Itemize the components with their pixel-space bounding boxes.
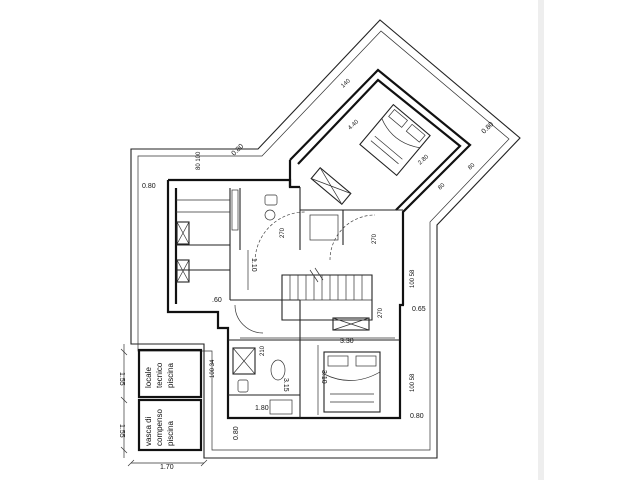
dim-080-bottom-left: 0.80 bbox=[233, 426, 240, 440]
sink-upper bbox=[264, 209, 276, 221]
bidet-lower bbox=[237, 379, 249, 393]
label-tecnico: tecnico bbox=[155, 362, 164, 388]
dim-180: 1.80 bbox=[255, 405, 269, 412]
technical-room: locale tecnico piscina bbox=[137, 348, 203, 399]
dim-270-b: 270 bbox=[372, 233, 378, 244]
dim-210: 210 bbox=[260, 345, 266, 356]
dim-110: 1.10 bbox=[250, 258, 257, 272]
wardrobe-1 bbox=[310, 167, 352, 205]
dim-170: 1.70 bbox=[160, 464, 174, 471]
dim-280: 2.80 bbox=[417, 154, 430, 167]
label-piscina-2: piscina bbox=[166, 421, 175, 446]
label-vasca: vasca di bbox=[144, 416, 153, 446]
window-label-bottom-right: 100 58 bbox=[410, 373, 416, 392]
dim-060: .60 bbox=[212, 297, 222, 304]
shower-upper bbox=[309, 214, 339, 241]
dim-080-top-left: 0.80 bbox=[231, 143, 246, 158]
window-label-top-left: 80 100 bbox=[196, 151, 202, 170]
label-compenso: compenso bbox=[155, 409, 164, 446]
dim-270-a: 270 bbox=[280, 227, 286, 238]
dim-310: 3.10 bbox=[320, 370, 327, 384]
window-label-bath: 100 34 bbox=[210, 359, 216, 378]
window-label-top: 140 bbox=[340, 78, 352, 90]
label-piscina-1: piscina bbox=[166, 363, 175, 388]
bathroom-lower bbox=[232, 347, 293, 415]
exterior-walls bbox=[166, 68, 472, 420]
toilet-lower bbox=[270, 359, 286, 381]
dim-270-c: 270 bbox=[378, 307, 384, 318]
dim-065-right: 0.65 bbox=[412, 306, 426, 313]
scan-shadow bbox=[538, 0, 544, 480]
shower-lower bbox=[232, 347, 256, 375]
dim-080-bottom-right: 0.80 bbox=[410, 413, 424, 420]
staircase bbox=[281, 267, 373, 321]
label-locale: locale bbox=[144, 367, 153, 388]
double-bed-1 bbox=[359, 103, 431, 177]
closet-box-1 bbox=[176, 221, 190, 245]
compensation-tank: vasca di compenso piscina bbox=[137, 398, 203, 452]
dim-440: 4.40 bbox=[347, 119, 360, 132]
dimension-lines bbox=[120, 250, 395, 467]
dim-330: 3.30 bbox=[340, 338, 354, 345]
window-label-angle: 80 bbox=[437, 182, 446, 191]
bathroom-upper bbox=[264, 194, 339, 241]
sink-lower bbox=[269, 399, 293, 415]
dim-080-top-right: 0.80 bbox=[481, 121, 496, 136]
window-label-right: 100 58 bbox=[410, 269, 416, 288]
toilet-upper bbox=[264, 194, 278, 206]
wardrobe-2 bbox=[332, 317, 370, 331]
bedroom-2 bbox=[323, 317, 381, 413]
dim-155-b: 1.55 bbox=[118, 424, 125, 438]
double-bed-2 bbox=[323, 351, 381, 413]
window-label-right: 80 bbox=[467, 162, 476, 171]
dim-080-left: 0.80 bbox=[142, 183, 156, 190]
dim-315: 3.15 bbox=[282, 378, 289, 392]
bedroom-1: 4.40 2.80 140 80 80 bbox=[310, 78, 477, 205]
left-rooms bbox=[176, 189, 376, 334]
closet-box-2 bbox=[176, 259, 190, 283]
dim-155-a: 1.55 bbox=[118, 372, 125, 386]
